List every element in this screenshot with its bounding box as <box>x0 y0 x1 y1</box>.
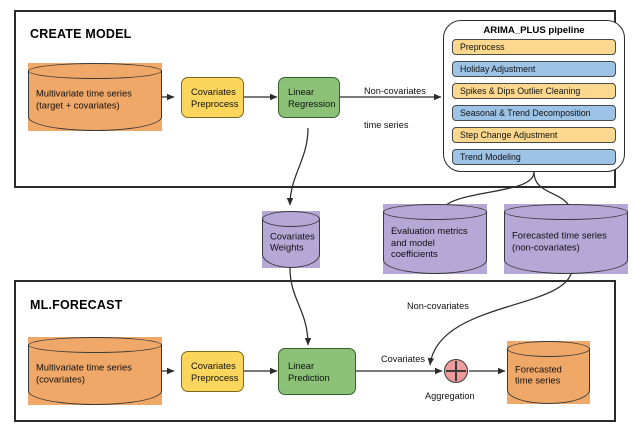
linear-prediction-label: Linear Prediction <box>288 360 330 383</box>
pipeline-step-seasonal-trend-decomposition[interactable]: Seasonal & Trend Decomposition <box>452 105 616 121</box>
label-line1: Linear <box>288 359 315 371</box>
pipeline-step-holiday-adjustment[interactable]: Holiday Adjustment <box>452 61 616 77</box>
covariates-preprocess-label: Covariates Preprocess <box>191 86 238 109</box>
cylinder-label-line2: time series <box>515 374 561 386</box>
label-line2: Prediction <box>288 371 330 383</box>
label-line1: Covariates <box>191 85 236 97</box>
cylinder-forecasted-output: Forecasted time series <box>507 341 590 404</box>
cylinder-label: Evaluation metrics and model coefficient… <box>391 225 481 260</box>
cylinder-body <box>383 211 487 274</box>
non-covariates-edge-label: Non-covariates <box>407 301 469 311</box>
step-label: Trend Modeling <box>460 152 521 162</box>
cylinder-covariates-weights: Covariates Weights <box>262 211 320 268</box>
linear-regression-box[interactable]: Linear Regression <box>278 77 340 118</box>
step-label: Step Change Adjustment <box>460 130 558 140</box>
step-label: Preprocess <box>460 42 505 52</box>
cylinder-label: Multivariate time series (target + covar… <box>36 88 156 111</box>
cylinder-label-line1: Evaluation metrics <box>391 225 468 237</box>
create-model-title: CREATE MODEL <box>30 27 132 41</box>
label-line1: Covariates <box>191 359 236 371</box>
cylinder-forecasted-non-covariates: Forecasted time series (non-covariates) <box>504 204 628 274</box>
covariates-edge-label: Covariates <box>381 354 425 364</box>
label-line2: Regression <box>288 97 336 109</box>
label-line2: Preprocess <box>191 371 239 383</box>
cylinder-top <box>262 211 320 227</box>
step-label: Seasonal & Trend Decomposition <box>460 108 591 118</box>
cylinder-label-line1: Multivariate time series <box>36 87 132 99</box>
pipeline-step-preprocess[interactable]: Preprocess <box>452 39 616 55</box>
label-line1: Linear <box>288 85 315 97</box>
non-covariates-timeseries-edge-label: Non-covariates time series <box>364 63 426 154</box>
cylinder-label-line2: and model <box>391 236 435 248</box>
edge-label-line2: time series <box>364 120 409 131</box>
pipeline-step-trend-modeling[interactable]: Trend Modeling <box>452 149 616 165</box>
cylinder-label: Multivariate time series (covariates) <box>36 362 156 385</box>
pipeline-title: ARIMA_PLUS pipeline <box>483 25 585 36</box>
cylinder-body <box>504 211 628 274</box>
cylinder-top <box>507 341 590 357</box>
linear-regression-label: Linear Regression <box>288 86 335 109</box>
cylinder-body <box>28 70 162 131</box>
cylinder-label-line2: (target + covariates) <box>36 99 120 111</box>
cylinder-multivariate-covariates-source: Multivariate time series (covariates) <box>28 337 162 405</box>
cylinder-label-line3: coefficients <box>391 248 438 260</box>
pipeline-step-step-change-adjustment[interactable]: Step Change Adjustment <box>452 127 616 143</box>
cylinder-top <box>383 204 487 220</box>
cylinder-top <box>28 337 162 353</box>
cylinder-label-line1: Forecasted <box>515 363 562 375</box>
cylinder-body <box>262 218 320 268</box>
cylinder-label-line1: Forecasted time series <box>512 229 607 241</box>
cylinder-body <box>507 348 590 404</box>
aggregation-node[interactable] <box>444 359 468 383</box>
cylinder-label-line1: Covariates <box>270 230 315 242</box>
cylinder-label: Covariates Weights <box>270 230 315 253</box>
cylinder-top <box>28 63 162 79</box>
cylinder-label-line2: (non-covariates) <box>512 241 580 253</box>
step-label: Holiday Adjustment <box>460 64 536 74</box>
cylinder-evaluation-metrics: Evaluation metrics and model coefficient… <box>383 204 487 274</box>
cylinder-label: Forecasted time series <box>515 363 584 386</box>
cylinder-top <box>504 204 628 220</box>
edge-label-line1: Non-covariates <box>364 85 426 96</box>
step-label: Spikes & Dips Outlier Cleaning <box>460 86 581 96</box>
ml-forecast-title: ML.FORECAST <box>30 298 123 312</box>
linear-prediction-box[interactable]: Linear Prediction <box>278 348 356 395</box>
cylinder-label-line2: (covariates) <box>36 373 85 385</box>
covariates-preprocess-label: Covariates Preprocess <box>191 360 238 383</box>
pipeline-step-spikes-dips-outlier-cleaning[interactable]: Spikes & Dips Outlier Cleaning <box>452 83 616 99</box>
cylinder-label-line1: Multivariate time series <box>36 361 132 373</box>
cylinder-multivariate-source: Multivariate time series (target + covar… <box>28 63 162 131</box>
ml-forecast-frame <box>14 280 616 422</box>
cylinder-label-line2: Weights <box>270 241 304 253</box>
cylinder-label: Forecasted time series (non-covariates) <box>512 230 622 253</box>
label-line2: Preprocess <box>191 97 239 109</box>
covariates-preprocess-box-forecast[interactable]: Covariates Preprocess <box>181 351 244 392</box>
aggregation-label: Aggregation <box>425 391 475 401</box>
cylinder-body <box>28 344 162 405</box>
arima-plus-pipeline: ARIMA_PLUS pipeline Preprocess Holiday A… <box>443 20 625 172</box>
covariates-preprocess-box[interactable]: Covariates Preprocess <box>181 77 244 118</box>
